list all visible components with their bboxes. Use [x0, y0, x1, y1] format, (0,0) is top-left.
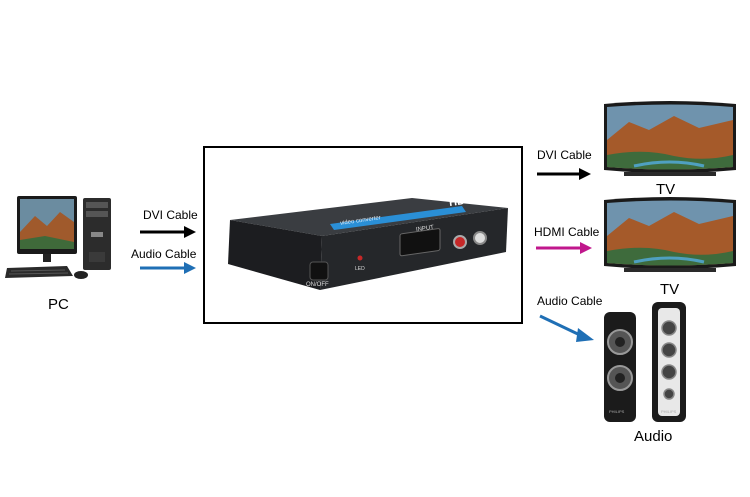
tv-bottom-label: TV: [660, 281, 680, 298]
converter-frame: [203, 146, 523, 324]
pc-dvi-arrow: [140, 226, 196, 238]
device-led-label: LED: [355, 266, 365, 272]
tv-top-illustration: [604, 101, 736, 176]
out-dvi-arrow: [537, 168, 591, 180]
out-audio-arrow: [539, 314, 594, 342]
tv-bottom-illustration: [604, 197, 736, 272]
pc-label: PC: [48, 296, 69, 313]
audio-label: Audio: [634, 428, 673, 445]
pc-illustration: [5, 196, 111, 279]
device-power-label: ON/OFF: [306, 282, 329, 288]
out-dvi-cable-label: DVI Cable: [537, 148, 592, 162]
speaker-badge-right: PHILIPS: [661, 409, 677, 414]
device-logo: HD: [448, 194, 466, 210]
pc-dvi-cable-label: DVI Cable: [143, 208, 198, 222]
pc-audio-arrow: [140, 262, 196, 274]
pc-audio-cable-label: Audio Cable: [131, 247, 197, 261]
converter-device: [228, 198, 508, 290]
speakers-illustration: [604, 302, 686, 422]
speaker-badge-left: PHILIPS: [609, 409, 625, 414]
out-audio-cable-label: Audio Cable: [537, 294, 603, 308]
out-hdmi-cable-label: HDMI Cable: [534, 225, 600, 239]
tv-top-label: TV: [656, 181, 676, 198]
out-hdmi-arrow: [536, 242, 592, 254]
